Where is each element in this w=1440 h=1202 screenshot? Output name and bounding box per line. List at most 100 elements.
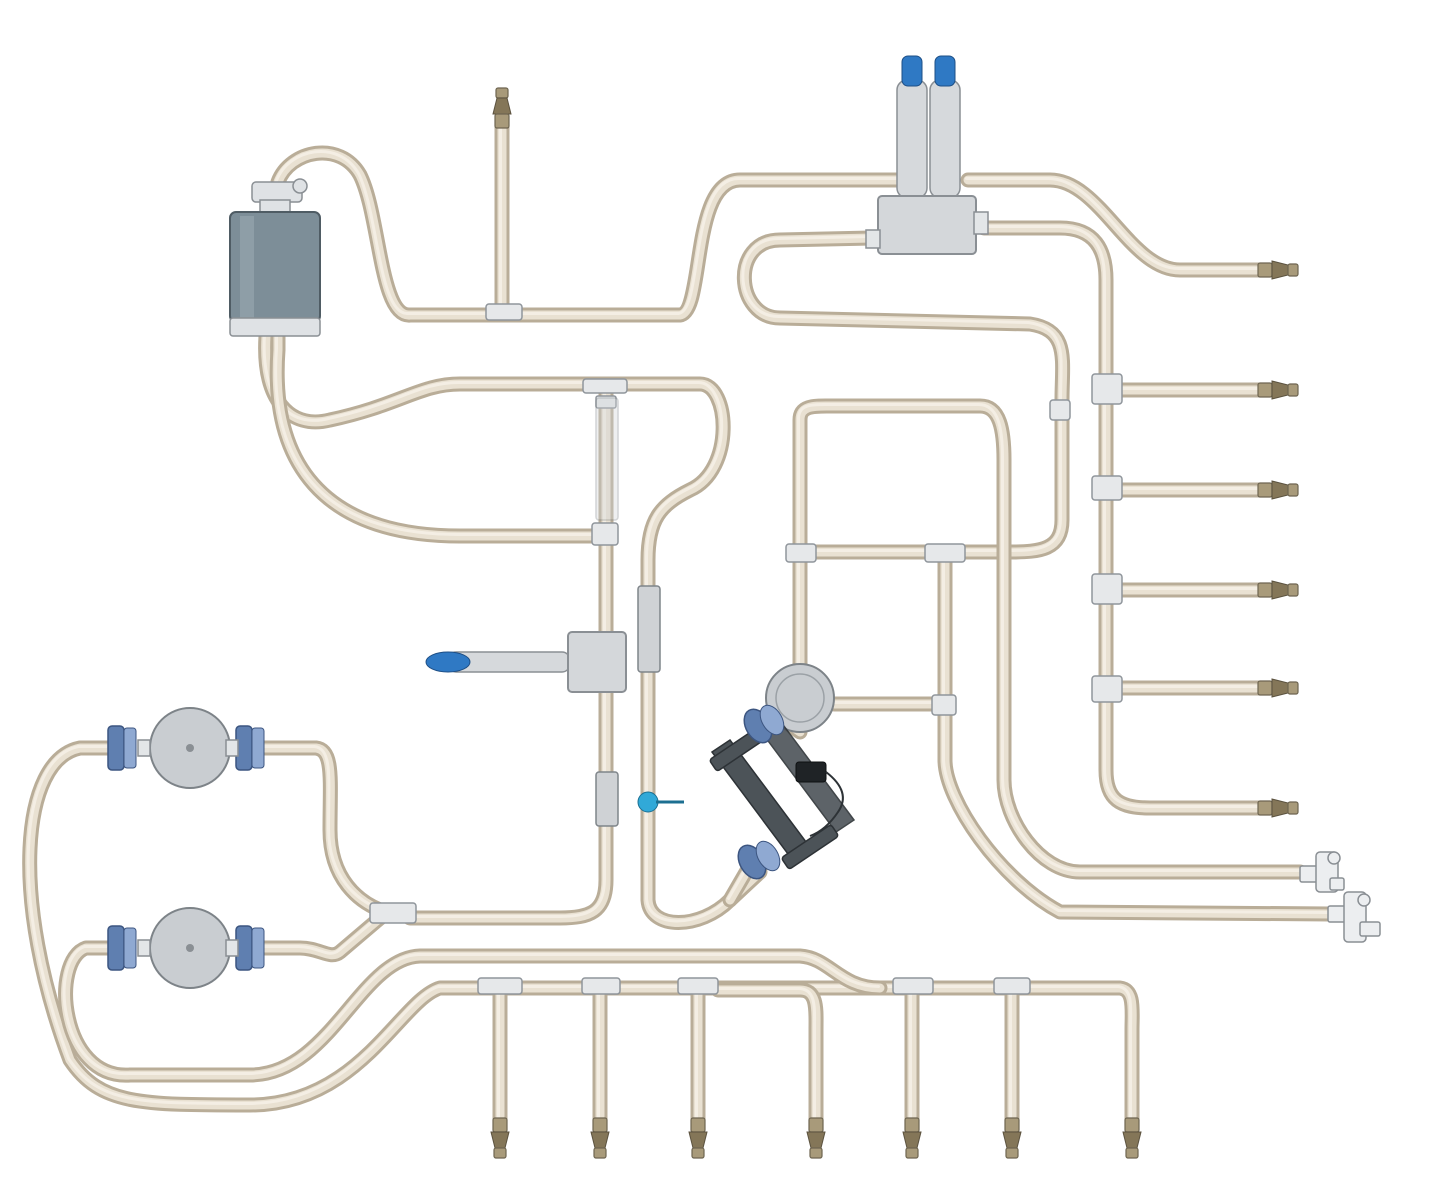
manifold-port-right (973, 211, 989, 235)
tee-fittings (369, 303, 1123, 995)
outlet-nozzle-icon (1257, 260, 1299, 280)
tee-fitting (1091, 475, 1123, 501)
tank-highlight (240, 216, 254, 318)
pump-icon (107, 907, 265, 989)
tube-segment (592, 982, 608, 1128)
outlet-nozzle-icon (1122, 1117, 1142, 1159)
pump-1-flange (107, 725, 125, 771)
probe-left (896, 79, 928, 199)
tee-fitting (369, 902, 417, 924)
frame-flange-bottom (737, 840, 781, 880)
probe-box (567, 631, 627, 693)
tee-fitting (993, 977, 1031, 995)
tee-fitting (1091, 373, 1123, 405)
tube-segment (598, 376, 614, 648)
pump-2-flange (123, 927, 137, 969)
blue-valve-icon (637, 791, 684, 813)
tube-segment (1100, 382, 1268, 398)
pump-2-port (225, 939, 239, 957)
pump-1-port (225, 739, 239, 757)
pump-icon (107, 707, 265, 789)
tube-segment (402, 682, 614, 926)
pump-1-hub (186, 744, 194, 752)
pump-1-flange (251, 727, 265, 769)
tee-fitting (477, 977, 523, 995)
tube-segment (690, 982, 706, 1128)
tube-segment (904, 982, 920, 1128)
inline-flow-meter (637, 585, 661, 673)
tee-fitting (924, 543, 966, 563)
outlet-nozzle-icon (1257, 380, 1299, 400)
tube-segment (792, 544, 808, 672)
tube-segment (270, 145, 908, 323)
inline-sensor (595, 771, 619, 827)
tube-segment (1100, 680, 1268, 696)
tank-handle (292, 178, 308, 194)
manifold-box (877, 195, 977, 255)
outlet-nozzle-icon (490, 1117, 510, 1159)
inlet-nozzle-icon (492, 87, 512, 129)
tee-fitting (595, 395, 617, 409)
pump-2-port (137, 939, 151, 957)
tee-fitting (582, 378, 628, 394)
tube-segment (269, 328, 604, 544)
round-valve-ring (775, 673, 825, 723)
tube-segment (710, 982, 824, 1128)
tube-segment (792, 398, 1308, 880)
manifold-port-left (865, 229, 881, 249)
frame-controller (795, 761, 827, 783)
pump-2-hub (186, 944, 194, 952)
tee-fitting (485, 303, 523, 321)
frame-crossbar-bottom (781, 824, 839, 870)
side-probe-tip (425, 651, 471, 673)
inline-sleeve (595, 397, 619, 521)
tube-segment (256, 910, 388, 963)
tee-fitting (591, 522, 619, 546)
tube-segment (58, 940, 888, 1083)
tube-segment (1004, 982, 1020, 1128)
probe-box-icon (425, 631, 627, 693)
dual-probe-manifold-icon (865, 55, 989, 255)
tube-segment (492, 982, 508, 1128)
outlet-nozzle-icon (1257, 580, 1299, 600)
tube-segment (960, 172, 1268, 278)
probe-right (929, 79, 961, 199)
outlet-nozzle-icon (902, 1117, 922, 1159)
pump-2-flange (107, 925, 125, 971)
tube-segment (976, 220, 1270, 816)
pump-2-flange (251, 927, 265, 969)
frame-assembly-icon (709, 704, 856, 880)
frame-flange-top (743, 704, 785, 744)
outlet-nozzle-icon (1257, 798, 1299, 818)
outlet-nozzle-icon (1257, 678, 1299, 698)
tee-fitting (892, 977, 934, 995)
tee-fitting (785, 543, 817, 563)
inline-devices (595, 397, 661, 827)
outlet-nozzle-icon (688, 1117, 708, 1159)
tee-fitting (1091, 573, 1123, 605)
probe-left-tip (901, 55, 923, 87)
tube-segment (22, 740, 1140, 1128)
tee-fitting (1091, 675, 1123, 703)
tube-segment (258, 328, 768, 930)
tube-segment (826, 696, 953, 712)
tank-base (229, 317, 321, 337)
outlet-nozzle-icon (1002, 1117, 1022, 1159)
tube-segment (1100, 582, 1268, 598)
outlet-nozzles (490, 87, 1299, 1159)
tee-fitting (581, 977, 621, 995)
outlet-nozzle-icon (806, 1117, 826, 1159)
tube-segment (736, 230, 1071, 560)
probe-right-tip (934, 55, 956, 87)
pump-1-port (137, 739, 151, 757)
frame-cable (809, 771, 844, 837)
bracket-outlets (1299, 851, 1381, 943)
tube-segment (1100, 482, 1268, 498)
tee-fitting (931, 694, 957, 716)
tube-segment (494, 112, 510, 314)
outlet-nozzle-icon (590, 1117, 610, 1159)
tube-segment (256, 740, 388, 918)
tee-fitting (677, 977, 719, 995)
pump-1-flange (123, 727, 137, 769)
